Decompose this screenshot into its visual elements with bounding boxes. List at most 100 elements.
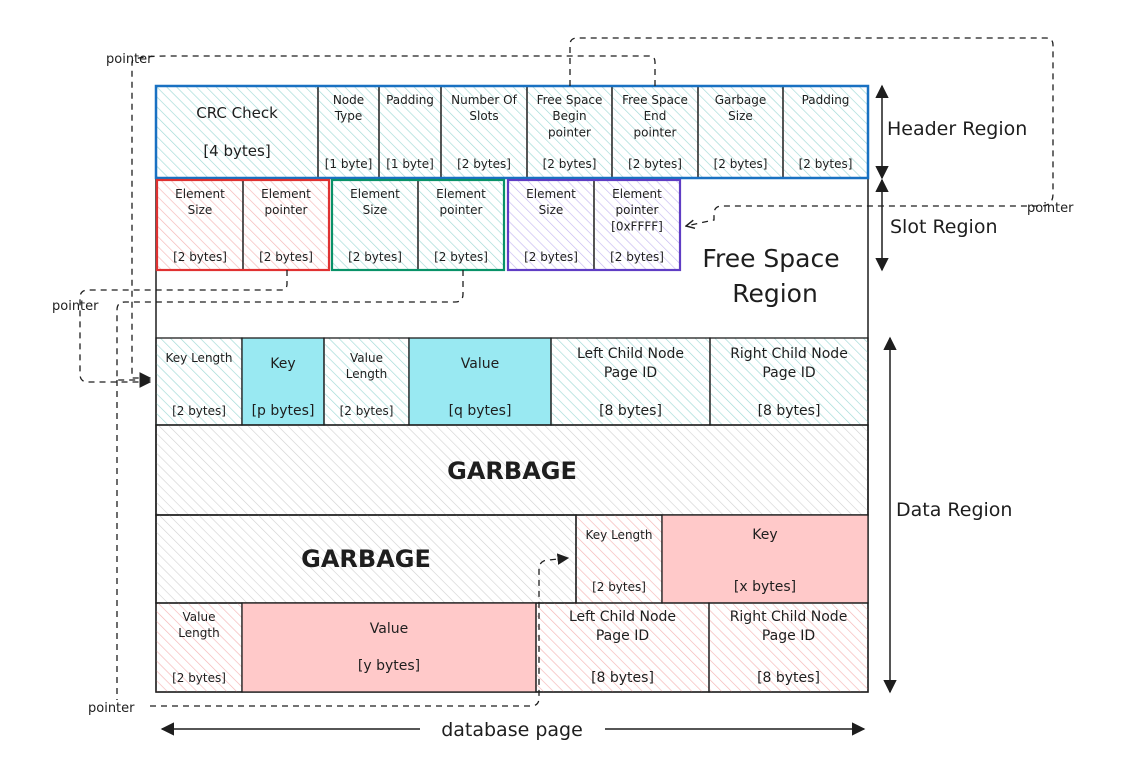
cell-box [526, 85, 613, 179]
cell-size: [2 bytes] [592, 580, 646, 594]
cell-label: [0xFFFF] [611, 219, 663, 233]
cell-size: [8 bytes] [757, 670, 820, 686]
cell-label: Element [175, 187, 225, 201]
cell-label: Page ID [604, 365, 657, 381]
cell-label: Page ID [762, 628, 815, 644]
cell-label: Padding [802, 93, 850, 107]
cell-box [417, 179, 505, 271]
slot-group-border [506, 178, 682, 272]
cell-label: pointer [440, 203, 483, 217]
cell-box [408, 337, 552, 426]
cell-label: Value [370, 621, 408, 637]
cell-size: [2 bytes] [348, 250, 402, 264]
cell-label: Size [363, 203, 388, 217]
cell-box [155, 602, 243, 693]
cell-label: CRC Check [196, 104, 278, 122]
pointer-line-top-left [131, 55, 656, 384]
cell-label: Element [526, 187, 576, 201]
cell-label: pointer [548, 125, 591, 139]
cell-size: [2 bytes] [173, 250, 227, 264]
cell-label: Begin [552, 109, 586, 123]
cell-size: [2 bytes] [259, 250, 313, 264]
cell-label: Length [178, 626, 219, 640]
cell-box [323, 337, 410, 426]
cell-label: Value [350, 351, 383, 365]
cell-label: Size [188, 203, 213, 217]
cell-label: Slots [469, 109, 498, 123]
header-cell: Padding[1 byte] [378, 85, 442, 179]
cell-label: Page ID [596, 628, 649, 644]
pointer-label-left: pointer [52, 299, 99, 314]
pointer-line-slot-two [116, 270, 464, 386]
cell-box [593, 179, 681, 271]
cell-label: Size [539, 203, 564, 217]
record-one-cell: Key[p bytes] [241, 337, 325, 426]
cell-size: [2 bytes] [457, 157, 511, 171]
cell-box [661, 514, 869, 604]
cell-label: Element [436, 187, 486, 201]
cell-box [697, 85, 784, 179]
cell-label: Element [350, 187, 400, 201]
pointer-line-top-right [569, 37, 1054, 226]
header-cell: CRC Check[4 bytes] [155, 85, 319, 179]
cell-label: pointer [634, 125, 677, 139]
cell-label: Key Length [586, 528, 653, 542]
header-region-border [154, 84, 870, 180]
cell-box [241, 602, 537, 693]
cell-size: [2 bytes] [340, 404, 394, 418]
slot-cell: Element pointer [2 bytes] [242, 179, 330, 271]
cell-label: Type [334, 109, 363, 123]
free-space-region-label: Free Space Region [702, 244, 847, 308]
cell-label: Key Length [166, 351, 233, 365]
cell-label: Right Child Node [730, 609, 848, 625]
cell-size: [8 bytes] [599, 403, 662, 419]
cell-size: [q bytes] [449, 403, 512, 419]
cell-label: End [644, 109, 667, 123]
cell-box [241, 337, 325, 426]
cell-label: Element [612, 187, 662, 201]
cell-size: [2 bytes] [543, 157, 597, 171]
cell-size: [p bytes] [252, 403, 315, 419]
cell-label: Page ID [762, 365, 815, 381]
cell-label: Number Of [451, 93, 517, 107]
cell-size: [2 bytes] [628, 157, 682, 171]
slot-group-border [155, 178, 331, 272]
cell-box [155, 85, 319, 179]
cell-label: Left Child Node [569, 609, 676, 625]
cell-label: Element [261, 187, 311, 201]
cell-box [378, 85, 442, 179]
record-two-key-cell: Key Length [2 bytes] [575, 514, 663, 604]
cell-label: Node [333, 93, 364, 107]
cell-label: Size [728, 109, 753, 123]
slot-cell: Element pointer [2 bytes] [417, 179, 505, 271]
cell-label: Free Space [537, 93, 603, 107]
cell-size: [x bytes] [734, 579, 796, 595]
data-region-label: Data Region [896, 499, 1012, 521]
cell-label: Length [346, 367, 387, 381]
cell-box [155, 337, 243, 426]
cell-size: [2 bytes] [524, 250, 578, 264]
record-one-cell: Value[q bytes] [408, 337, 552, 426]
header-cell: Padding[2 bytes] [782, 85, 869, 179]
garbage-block-two [155, 514, 577, 604]
record-one-cell: Key Length [2 bytes] [155, 337, 243, 426]
cell-label: Left Child Node [577, 346, 684, 362]
cell-label: Key [752, 527, 777, 543]
cell-size: [2 bytes] [434, 250, 488, 264]
database-page-label: database page [441, 719, 583, 741]
cell-size: [2 bytes] [172, 404, 226, 418]
cell-label: pointer [265, 203, 308, 217]
cell-label: pointer [616, 203, 659, 217]
garbage-label-one: GARBAGE [447, 457, 577, 485]
garbage-label-two: GARBAGE [301, 545, 431, 573]
cell-box [535, 602, 710, 693]
cell-label: Value [183, 610, 216, 624]
